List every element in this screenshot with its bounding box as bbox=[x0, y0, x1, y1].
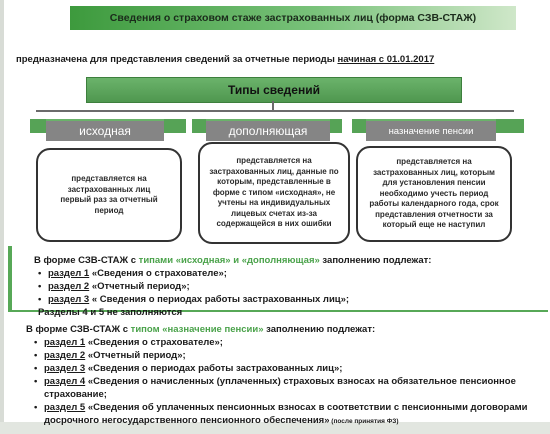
section-text: «Сведения о страхователе»; bbox=[89, 268, 227, 279]
block2-intro-suffix: заполнению подлежат: bbox=[263, 324, 376, 335]
block2-section-list: раздел 1 «Сведения о страхователе»; разд… bbox=[34, 336, 542, 428]
block2-intro-type: типом «назначение пенсии» bbox=[130, 324, 264, 335]
subtitle: предназначена для представления сведений… bbox=[16, 54, 434, 65]
block1-section-item: раздел 3 « Сведения о периодах работы за… bbox=[38, 293, 540, 306]
connector-vertical bbox=[272, 101, 274, 111]
section-text: «Сведения о страхователе»; bbox=[85, 337, 223, 348]
block-pension: В форме СЗВ-СТАЖ с типом «назначение пен… bbox=[26, 323, 542, 428]
block2-section-item: раздел 3 «Сведения о периодах работы зас… bbox=[34, 362, 542, 375]
block2-section-item: раздел 1 «Сведения о страхователе»; bbox=[34, 336, 542, 349]
section-text: «Сведения о периодах работы застрахованн… bbox=[85, 363, 343, 374]
slide-left-stripe bbox=[0, 0, 4, 434]
section-ref: раздел 5 bbox=[44, 402, 86, 413]
section-extra-note: (после принятия ФЗ) bbox=[329, 418, 399, 425]
section-text: «Сведения о начисленных (уплаченных) стр… bbox=[44, 376, 516, 400]
type-description-pension: представляется на застрахованных лиц, ко… bbox=[356, 146, 512, 242]
type-tab-label: дополняющая bbox=[228, 124, 308, 138]
type-description-text: представляется на застрахованных лиц, ко… bbox=[369, 157, 499, 230]
block1-section-list: раздел 1 «Сведения о страхователе»; разд… bbox=[38, 267, 540, 306]
block1-intro-suffix: заполнению подлежат: bbox=[319, 255, 432, 266]
section-ref: раздел 3 bbox=[48, 294, 90, 305]
connector-horizontal bbox=[36, 110, 514, 112]
block2-intro: В форме СЗВ-СТАЖ с типом «назначение пен… bbox=[26, 323, 542, 336]
block1-section-item: раздел 2 «Отчетный период»; bbox=[38, 280, 540, 293]
types-heading-bar: Типы сведений bbox=[86, 77, 462, 103]
section-text: «Отчетный период»; bbox=[89, 281, 190, 292]
block1-intro-types: типами «исходная» и «дополняющая» bbox=[138, 255, 320, 266]
block1-note: Разделы 4 и 5 не заполняются bbox=[38, 307, 183, 318]
block1-intro-prefix: В форме СЗВ-СТАЖ с bbox=[34, 255, 139, 266]
section-text: « Сведения о периодах работы застрахован… bbox=[89, 294, 350, 305]
page-title: Сведения о страховом стаже застрахованны… bbox=[109, 12, 477, 24]
section-text: «Отчетный период»; bbox=[85, 350, 186, 361]
block1-section-item: раздел 1 «Сведения о страхователе»; bbox=[38, 267, 540, 280]
type-tab-supplementary: дополняющая bbox=[206, 119, 330, 141]
section-ref: раздел 1 bbox=[48, 268, 90, 279]
title-banner: Сведения о страховом стаже застрахованны… bbox=[70, 6, 516, 30]
type-description-text: представляется на застрахованных лиц, да… bbox=[209, 156, 339, 229]
section-ref: раздел 3 bbox=[44, 363, 86, 374]
type-tab-initial: исходная bbox=[46, 119, 164, 141]
block-initial-supplementary: В форме СЗВ-СТАЖ с типами «исходная» и «… bbox=[34, 254, 540, 319]
type-description-text: представляется на застрахованных лиц пер… bbox=[60, 174, 158, 215]
type-description-initial: представляется на застрахованных лиц пер… bbox=[36, 148, 182, 242]
block2-section-item: раздел 4 «Сведения о начисленных (уплаче… bbox=[34, 375, 542, 401]
section-ref: раздел 4 bbox=[44, 376, 86, 387]
section-text: «Сведения об уплаченных пенсионных взнос… bbox=[44, 402, 528, 426]
types-heading: Типы сведений bbox=[228, 83, 320, 97]
block1-intro: В форме СЗВ-СТАЖ с типами «исходная» и «… bbox=[34, 254, 540, 267]
block2-intro-prefix: В форме СЗВ-СТАЖ с bbox=[26, 324, 131, 335]
type-tab-label: исходная bbox=[79, 124, 131, 138]
section-ref: раздел 1 bbox=[44, 337, 86, 348]
block1-accent-bar bbox=[8, 246, 12, 310]
type-tab-pension: назначение пенсии bbox=[366, 119, 496, 141]
block1-underline bbox=[8, 310, 548, 312]
type-description-supplementary: представляется на застрахованных лиц, да… bbox=[198, 142, 350, 244]
block2-section-item: раздел 2 «Отчетный период»; bbox=[34, 349, 542, 362]
subtitle-date: начиная с 01.01.2017 bbox=[337, 54, 435, 65]
section-ref: раздел 2 bbox=[48, 281, 90, 292]
block2-section-item: раздел 5 «Сведения об уплаченных пенсион… bbox=[34, 401, 542, 428]
section-ref: раздел 2 bbox=[44, 350, 86, 361]
type-tab-label: назначение пенсии bbox=[388, 125, 474, 137]
subtitle-prefix: предназначена для представления сведений… bbox=[16, 54, 338, 65]
